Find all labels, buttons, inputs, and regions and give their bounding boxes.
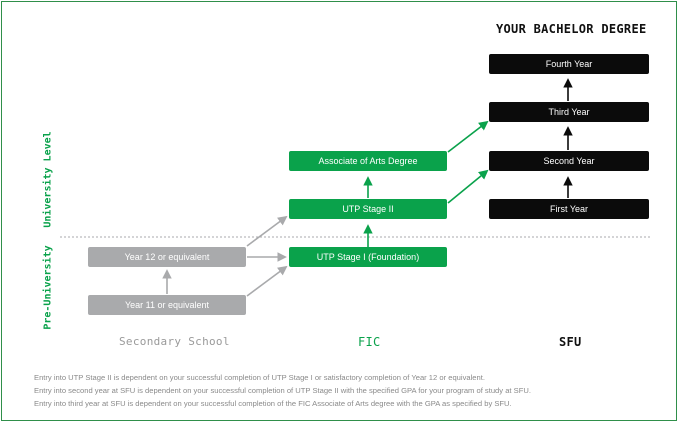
side-label-university-level: University Level [42, 131, 54, 228]
box-year-12: Year 12 or equivalent [88, 247, 246, 267]
arrow-stage2-to-second [447, 169, 489, 204]
arrow-year12-to-stage2 [246, 215, 288, 247]
box-year-11: Year 11 or equivalent [88, 295, 246, 315]
box-utp-stage-1: UTP Stage I (Foundation) [289, 247, 447, 267]
box-associate-degree: Associate of Arts Degree [289, 151, 447, 171]
column-label-fic: FIC [358, 335, 381, 349]
box-third-year: Third Year [489, 102, 649, 122]
box-fourth-year: Fourth Year [489, 54, 649, 74]
footnote-1: Entry into UTP Stage II is dependent on … [34, 373, 485, 382]
column-label-secondary-school: Secondary School [119, 335, 230, 348]
bachelor-degree-heading: YOUR BACHELOR DEGREE [496, 22, 647, 36]
box-second-year: Second Year [489, 151, 649, 171]
side-label-pre-university: Pre-University [42, 245, 54, 330]
footnote-2: Entry into second year at SFU is depende… [34, 386, 531, 395]
footnote-3: Entry into third year at SFU is dependen… [34, 399, 512, 408]
arrow-year11-to-stage1 [246, 265, 288, 297]
arrow-associate-to-third [447, 120, 489, 153]
box-utp-stage-2: UTP Stage II [289, 199, 447, 219]
column-label-sfu: SFU [559, 335, 582, 349]
box-first-year: First Year [489, 199, 649, 219]
